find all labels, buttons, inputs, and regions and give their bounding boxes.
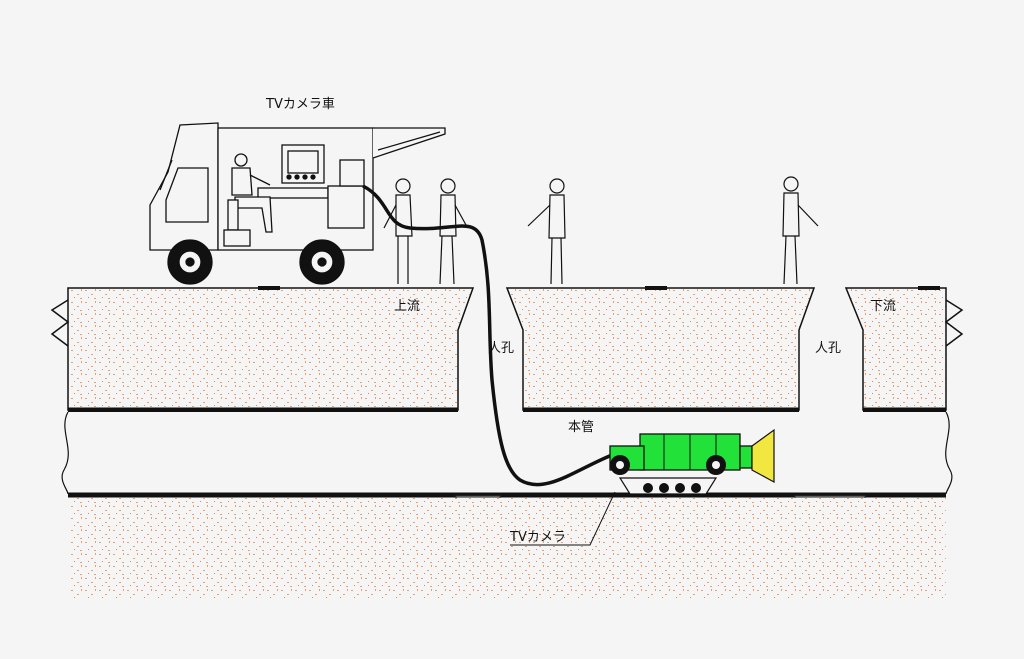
label-downstream: 下流 [870, 299, 897, 314]
manhole-cover [258, 286, 280, 290]
worker [383, 178, 413, 284]
break-mark-right [944, 299, 964, 347]
manhole-cover [918, 286, 940, 290]
camera-leader-line [510, 491, 616, 546]
label-upstream: 上流 [394, 299, 421, 314]
label-camera: TVカメラ [510, 530, 566, 545]
ground-middle [505, 287, 816, 413]
label-truck: TVカメラ車 [266, 97, 335, 112]
worker [527, 178, 566, 285]
ground-bottom [68, 498, 946, 598]
ground-left [67, 287, 475, 413]
label-manhole-1: 人孔 [488, 341, 515, 356]
tv-camera [609, 428, 775, 495]
worker [782, 176, 819, 285]
label-main-pipe: 本管 [568, 420, 595, 435]
tv-camera-truck [149, 122, 446, 285]
break-mark-left [50, 299, 70, 347]
label-manhole-2: 人孔 [815, 341, 842, 356]
camera-cable [362, 184, 613, 487]
main-pipe [61, 411, 953, 504]
worker [439, 178, 467, 285]
manhole-cover [645, 286, 667, 290]
